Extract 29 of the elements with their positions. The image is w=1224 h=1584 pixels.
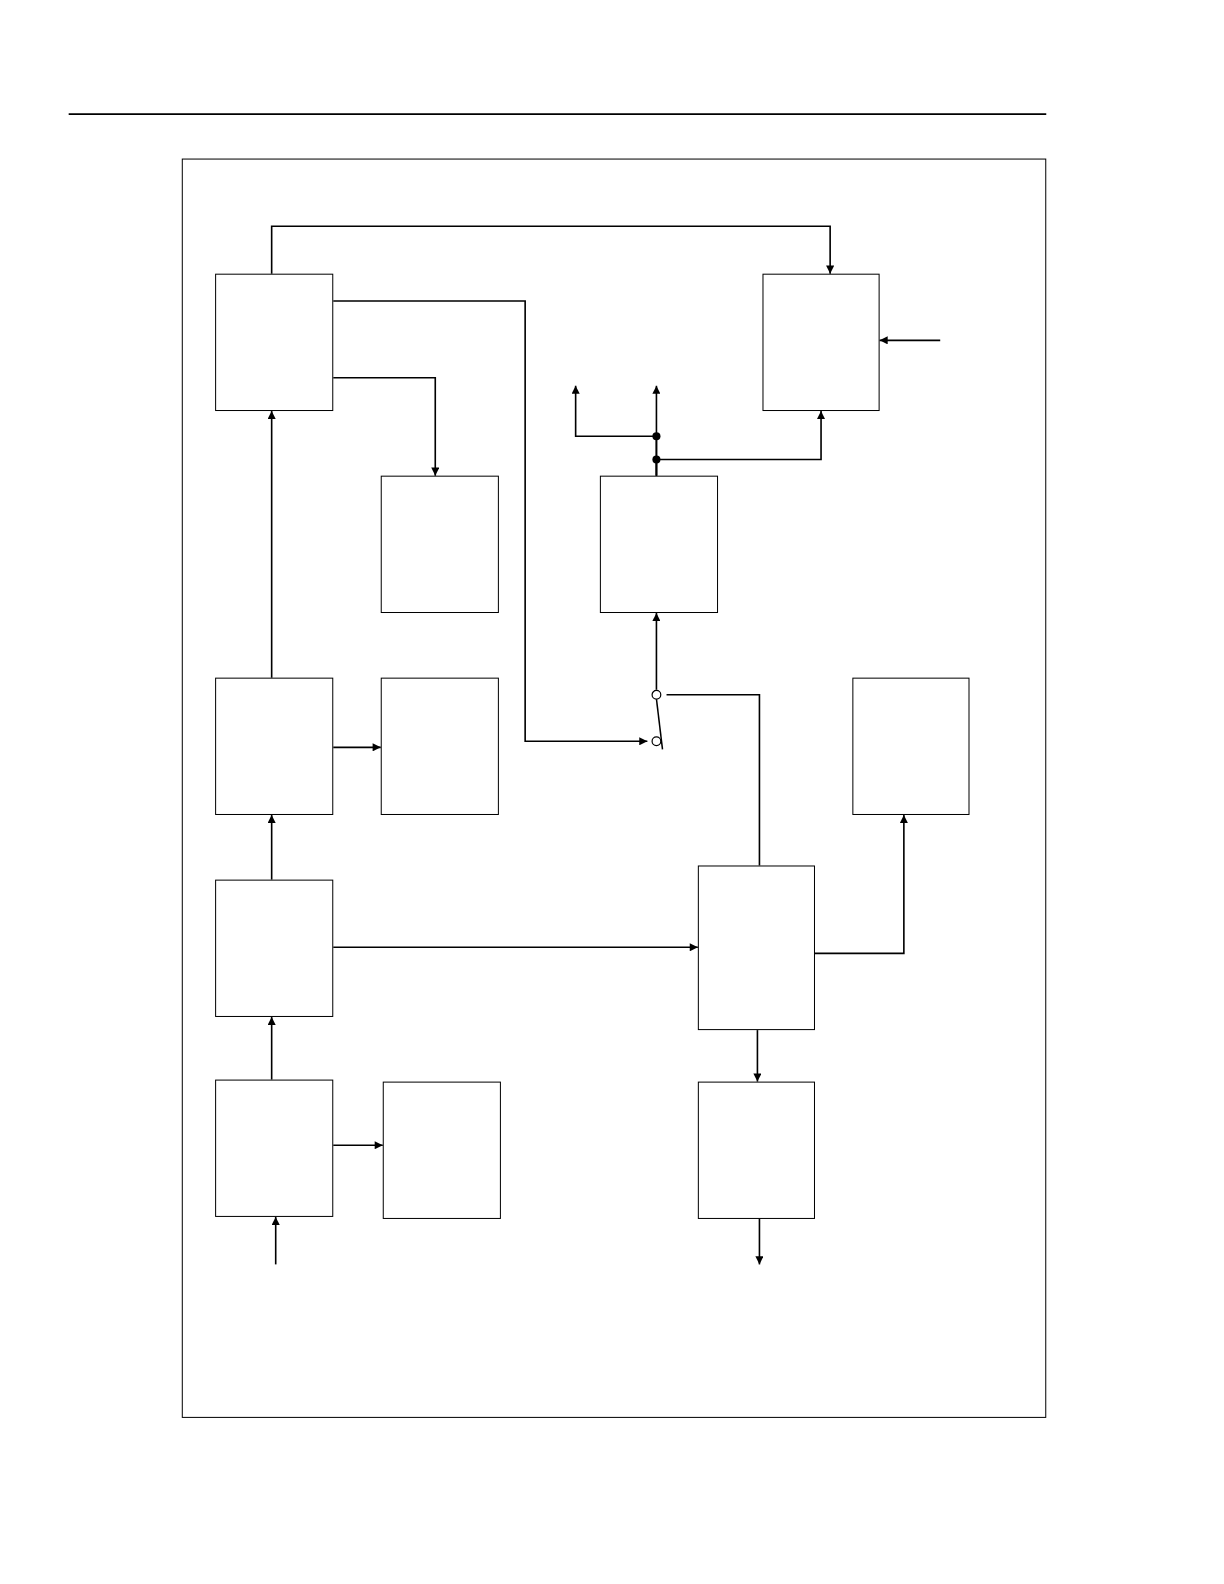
block-box bbox=[761, 273, 880, 411]
block-box bbox=[214, 677, 333, 815]
block-box bbox=[214, 273, 333, 411]
connector-line bbox=[665, 694, 761, 867]
block-box bbox=[599, 475, 718, 613]
arrow bbox=[652, 612, 661, 691]
block-box bbox=[697, 1081, 815, 1219]
block-box bbox=[697, 865, 815, 1030]
arrow bbox=[332, 943, 699, 952]
arrow bbox=[332, 376, 440, 477]
block-box bbox=[214, 879, 333, 1017]
arrow bbox=[267, 1016, 276, 1081]
block-box bbox=[380, 677, 499, 815]
arrow bbox=[753, 1029, 762, 1083]
arrow bbox=[332, 1141, 384, 1150]
arrow bbox=[270, 225, 835, 275]
arrow bbox=[267, 814, 276, 881]
block-box bbox=[851, 677, 969, 815]
block-box bbox=[214, 1079, 333, 1217]
arrow bbox=[271, 1216, 280, 1266]
block-box bbox=[382, 1081, 501, 1219]
arrow bbox=[655, 410, 826, 477]
block-box bbox=[380, 475, 499, 613]
arrow bbox=[814, 814, 908, 955]
arrow bbox=[755, 1218, 764, 1266]
arrow bbox=[878, 336, 942, 345]
arrow bbox=[332, 300, 649, 746]
arrow bbox=[332, 743, 382, 752]
arrow bbox=[267, 410, 276, 679]
